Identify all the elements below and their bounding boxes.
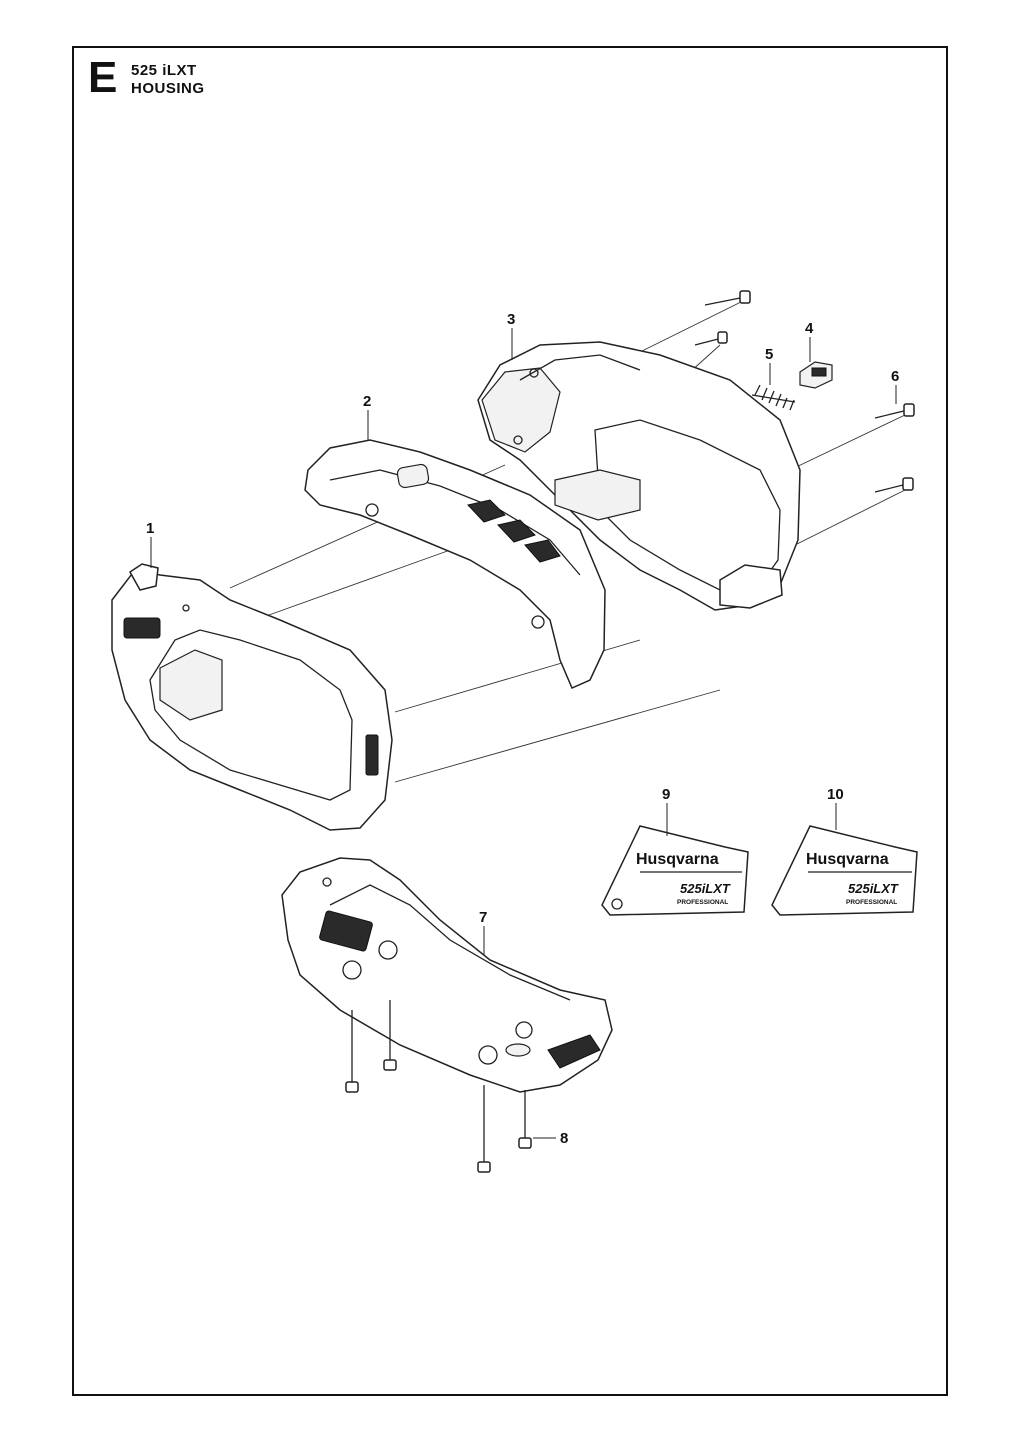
- screw: [345, 1010, 359, 1093]
- screw: [518, 1090, 532, 1149]
- screws-lower: [345, 1000, 532, 1173]
- part-7-bottom-cover: [281, 857, 613, 1093]
- part-5-spring: [751, 384, 796, 411]
- part-4-clip: [799, 361, 833, 389]
- model-title: 525 iLXT: [131, 62, 197, 79]
- leader-lines: [150, 328, 897, 1139]
- screw: [694, 331, 728, 346]
- page-frame: [72, 46, 948, 1396]
- callout-2: 2: [363, 393, 371, 410]
- screw: [874, 477, 914, 493]
- callout-8: 8: [560, 1130, 568, 1147]
- part-3-front-housing: [477, 341, 801, 611]
- screw: [874, 403, 915, 419]
- decal-10: Husqvarna 525iLXT PROFESSIONAL: [771, 825, 918, 916]
- callout-5: 5: [765, 346, 773, 363]
- screw: [383, 1000, 397, 1071]
- section-letter: E: [88, 53, 118, 102]
- decal-10-brand: Husqvarna: [806, 851, 889, 868]
- callout-6: 6: [891, 368, 899, 385]
- callout-7: 7: [479, 909, 487, 926]
- decal-9-tier: PROFESSIONAL: [677, 899, 728, 906]
- callout-3: 3: [507, 311, 515, 328]
- decal-9: Husqvarna 525iLXT PROFESSIONAL: [601, 825, 749, 916]
- screws-upper: [694, 290, 915, 493]
- callout-1: 1: [146, 520, 154, 537]
- callout-4: 4: [805, 320, 814, 337]
- decal-9-model: 525iLXT: [680, 881, 731, 896]
- part-2-handle-cover: [304, 439, 606, 689]
- screw: [477, 1085, 491, 1173]
- section-title: HOUSING: [131, 80, 205, 97]
- callout-10: 10: [827, 786, 844, 803]
- screw: [704, 290, 751, 306]
- decal-10-tier: PROFESSIONAL: [846, 899, 897, 906]
- bluetooth-icon: [611, 898, 623, 910]
- decal-10-model: 525iLXT: [848, 881, 899, 896]
- part-1-housing-half: [111, 563, 393, 831]
- decal-9-brand: Husqvarna: [636, 851, 719, 868]
- callout-9: 9: [662, 786, 670, 803]
